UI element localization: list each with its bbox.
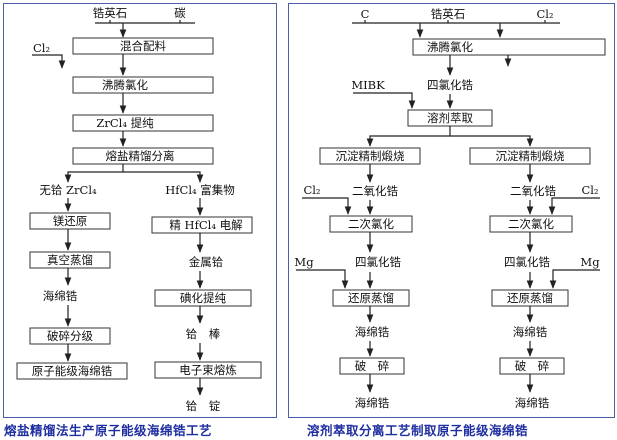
left-flowchart: 锆英石 碳 混合配料 Cl₂ 沸腾氯化 ZrCl₄ 提纯 熔盐精馏分离 无铪 Z…: [16, 6, 262, 413]
step-hf-ingot: 铪 锭: [186, 399, 221, 413]
step-purify: ZrCl₄ 提纯: [96, 116, 154, 130]
step-mg-reduce-box: [29, 212, 111, 230]
left-process-panel: [3, 3, 277, 418]
step-boil-chlor: 沸腾氯化: [427, 40, 473, 54]
step-precip-left: 沉淀精制煅烧: [336, 149, 405, 163]
step-metal-hf: 金属铪: [189, 255, 224, 269]
step-zro2-right: 二氧化锆: [510, 184, 556, 198]
input-mg-right: Mg: [580, 255, 600, 269]
step-final-right: 海绵锆: [515, 396, 550, 410]
right-caption: 溶剂萃取分离工艺制取原子能级海绵锆: [307, 423, 529, 438]
step-boil-chlor: 沸腾氯化: [102, 78, 148, 92]
arrow-branch-zr: [64, 164, 124, 183]
step-second-chlor-left-box: [329, 215, 413, 233]
step-second-chlor-right: 二次氯化: [508, 217, 554, 231]
arrow-mibk: [353, 92, 416, 109]
input-zircon-label: 锆英石: [431, 7, 466, 21]
step-purify-box: [72, 114, 214, 132]
step-sponge-left: 海绵锆: [355, 325, 390, 339]
step-final-left: 海绵锆: [355, 396, 390, 410]
input-mibk-label: MIBK: [351, 78, 385, 92]
step-hf-rich: HfCl₄ 富集物: [165, 183, 235, 197]
step-sponge-right: 海绵锆: [513, 325, 548, 339]
step-precip-right: 沉淀精制煅烧: [496, 149, 565, 163]
step-crush-right: 破 碎: [515, 359, 550, 373]
step-hf-free: 无铪 ZrCl₄: [39, 183, 97, 197]
left-caption: 熔盐精馏法生产原子能级海绵锆工艺: [4, 423, 213, 438]
input-cl2-right: Cl₂: [581, 183, 598, 197]
step-second-chlor-left: 二次氯化: [348, 217, 394, 231]
step-sponge-zr: 海绵锆: [43, 289, 78, 303]
step-boil-chlor-box: [72, 76, 214, 94]
step-molten-sep: 熔盐精馏分离: [106, 149, 175, 163]
step-reduce-distill-left: 还原蒸馏: [348, 291, 394, 305]
step-electrolysis: 精 HfCl₄ 电解: [169, 218, 243, 232]
step-mg-reduce: 镁还原: [53, 214, 88, 228]
input-cl2-label: Cl₂: [33, 41, 50, 55]
step-crush-right-box: [499, 357, 565, 375]
input-zircon-label: 锆英石: [93, 6, 128, 20]
step-hf-bar: 铪 棒: [186, 327, 221, 341]
step-ebeam-box: [154, 361, 262, 379]
right-flowchart: C 锆英石 Cl₂ 沸腾氯化 四氯化锆 MIBK 溶剂萃取 沉淀精制煅烧 沉淀精…: [294, 7, 606, 410]
step-nuclear-sponge: 原子能级海绵锆: [32, 364, 113, 378]
step-crush-left-box: [339, 357, 405, 375]
input-cl2-left: Cl₂: [303, 183, 320, 197]
step-solvent-extract: 溶剂萃取: [427, 111, 473, 125]
step-reduce-distill-left-box: [332, 289, 410, 307]
step-nuclear-sponge-box: [16, 362, 128, 380]
step-mix: 混合配料: [120, 39, 166, 53]
input-mg-left: Mg: [294, 255, 314, 269]
input-cl2-label: Cl₂: [536, 7, 553, 21]
step-crush: 破碎分级: [47, 329, 93, 343]
input-c-label: C: [361, 7, 370, 21]
step-zrcl4: 四氯化锆: [427, 78, 473, 92]
step-iodide-purify: 碘化提纯: [180, 291, 226, 305]
step-molten-sep-box: [72, 147, 214, 165]
step-vac-distill-box: [29, 251, 111, 269]
step-zrcl4-right: 四氯化锆: [504, 255, 550, 269]
step-ebeam: 电子束熔炼: [179, 363, 237, 377]
step-vac-distill: 真空蒸馏: [47, 253, 93, 267]
step-reduce-distill-right: 还原蒸馏: [507, 291, 553, 305]
step-crush-left: 破 碎: [355, 359, 390, 373]
step-zrcl4-left: 四氯化锆: [355, 255, 401, 269]
arrow-cl2-to-chlor: [32, 54, 66, 69]
arrow-branch-hf: [123, 171, 204, 183]
step-mix-box: [72, 37, 214, 55]
step-boil-chlor-box: [412, 38, 606, 56]
step-second-chlor-right-box: [489, 215, 573, 233]
step-electrolysis-box: [151, 216, 253, 234]
step-iodide-purify-box: [154, 289, 252, 307]
input-carbon-label: 碳: [174, 6, 186, 20]
step-zro2-left: 二氧化锆: [352, 184, 398, 198]
step-crush-box: [29, 327, 111, 345]
